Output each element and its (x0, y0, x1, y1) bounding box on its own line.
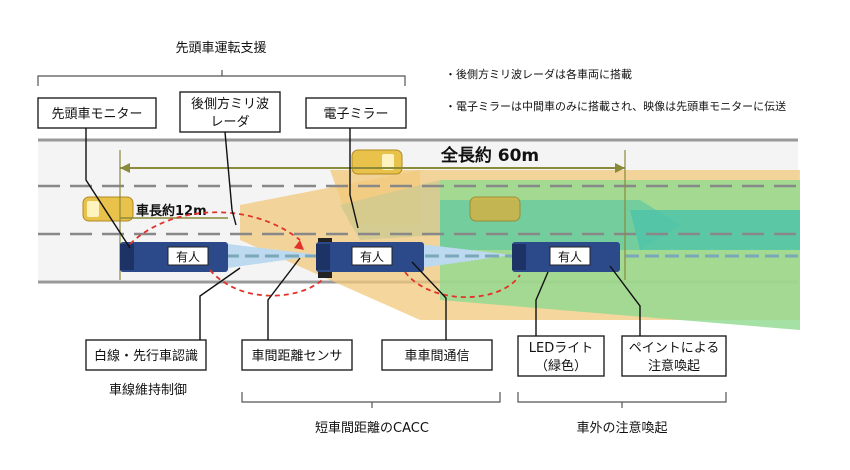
alert-brace (517, 392, 727, 408)
group-alert: 車外の注意喚起 (576, 420, 667, 436)
note-2: ・電子ミラーは中間車のみに搭載され、映像は先頭車モニターに伝送 (445, 99, 786, 113)
distance-sensor-label: 車間距離センサ (251, 349, 342, 364)
mirror-box (305, 97, 407, 129)
truck-middle (316, 238, 424, 278)
group-cacc: 短車間距離のCACC (315, 421, 429, 436)
header-title: 先頭車運転支援 (175, 41, 266, 56)
top-leader-lines (85, 128, 359, 249)
bottom-leader-lines (199, 257, 641, 340)
led-box (517, 335, 605, 377)
radar-label-2: レーダ (210, 115, 249, 130)
total-length-label: 全長約 60m (440, 145, 539, 166)
truck-middle-label: 有人 (360, 250, 384, 264)
header-brace (37, 70, 406, 86)
olive-zone (340, 180, 440, 240)
distance-sensor-box (241, 339, 353, 371)
truck-rear (512, 242, 620, 272)
v2v-box (381, 339, 493, 371)
lane-detect-box (85, 339, 207, 371)
radar-label-1: 後側方ミリ波 (191, 96, 269, 112)
paint-box (621, 335, 727, 377)
truck-lead-label: 有人 (176, 250, 200, 264)
radar-box (179, 91, 281, 133)
truck-lead (120, 242, 228, 272)
led-label-2: （緑色） (535, 358, 587, 374)
monitor-box (37, 97, 157, 129)
v2v-label: 車車間通信 (404, 349, 469, 364)
car-right (469, 196, 521, 222)
group-lane-keep: 車線維持制御 (109, 382, 187, 398)
paint-label-1: ペイントによる (629, 341, 720, 356)
monitor-label: 先頭車モニター (51, 107, 142, 122)
truck-rear-label: 有人 (558, 250, 582, 264)
vehicle-length-label: 車長約12m (136, 203, 207, 219)
mirror-label: 電子ミラー (323, 107, 388, 122)
led-label-1: LEDライト (529, 341, 593, 356)
note-1: ・後側方ミリ波レーダは各車両に搭載 (445, 67, 632, 81)
car-upper (351, 149, 403, 175)
comm-arcs (129, 211, 521, 298)
teal-zone (630, 210, 800, 250)
cacc-brace (241, 392, 501, 408)
paint-label-2: 注意喚起 (648, 358, 700, 374)
lane-detect-label: 白線・先行車認識 (94, 348, 198, 364)
